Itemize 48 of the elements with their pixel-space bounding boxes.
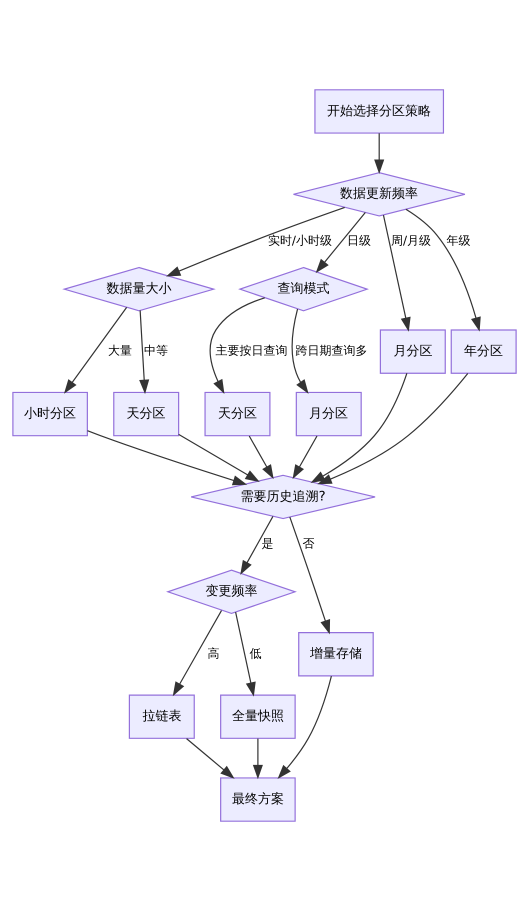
arrow (316, 212, 366, 274)
edge-label: 主要按日查询 (215, 344, 288, 358)
node-box: 开始选择分区策略 (314, 89, 444, 134)
arrow (382, 214, 411, 332)
edge-label: 日级 (346, 234, 371, 248)
edge-label: 否 (302, 536, 314, 550)
arrow (289, 516, 330, 634)
arrow (210, 297, 265, 394)
arrow (139, 310, 150, 394)
edge-label: 低 (249, 646, 262, 660)
node-box: 拉链表 (128, 694, 195, 739)
arrow (310, 373, 408, 483)
arrow (64, 307, 128, 394)
node-box: 增量存储 (298, 632, 374, 676)
node-box: 最终方案 (220, 777, 296, 822)
arrow (374, 133, 384, 174)
edge-label: 跨日期查询多 (296, 344, 368, 358)
arrow (292, 436, 318, 480)
node-box: 天分区 (204, 392, 270, 436)
edge-label: 年级 (446, 234, 470, 248)
arrow (186, 738, 235, 779)
node-box: 月分区 (296, 392, 362, 436)
edge-label: 高 (207, 646, 220, 660)
arrow (317, 373, 468, 484)
node-box: 月分区 (380, 329, 446, 374)
node-diamond: 查询模式 (238, 266, 369, 312)
node-box: 全量快照 (220, 694, 296, 739)
arrow (406, 208, 481, 332)
edge-label: 是 (262, 536, 274, 550)
node-diamond: 数据更新频率 (292, 172, 466, 217)
arrow (240, 516, 274, 575)
arrow (252, 738, 263, 780)
arrow (178, 434, 260, 482)
arrow (235, 612, 256, 697)
edge-label: 周/月级 (390, 234, 432, 248)
arrow (248, 436, 274, 480)
arrow (172, 610, 222, 696)
node-box: 年分区 (450, 329, 517, 374)
edge-label: 中等 (144, 344, 168, 358)
node-box: 天分区 (113, 392, 180, 436)
arrow (278, 676, 332, 779)
node-diamond: 变更频率 (166, 570, 297, 614)
edge-label: 大量 (108, 344, 132, 358)
node-box: 小时分区 (12, 392, 88, 436)
arrow (166, 206, 345, 277)
arrow (292, 308, 309, 394)
arrow (87, 430, 248, 486)
edge-label: 实时/小时级 (268, 234, 332, 248)
